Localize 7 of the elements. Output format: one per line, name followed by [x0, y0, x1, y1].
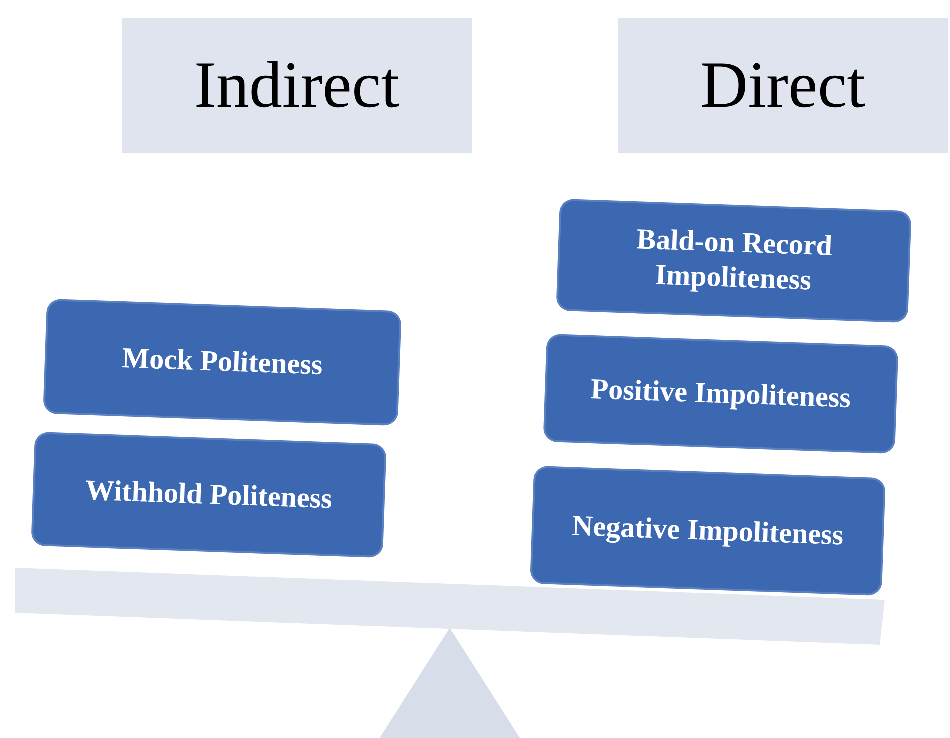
heading-box: Direct	[618, 18, 948, 153]
category-block: Negative Impoliteness	[530, 466, 886, 596]
category-block: Mock Politeness	[43, 298, 402, 426]
heading-box: Indirect	[122, 18, 472, 153]
category-block: Withhold Politeness	[31, 432, 387, 558]
category-block: Bald-on Record Impoliteness	[556, 198, 912, 324]
category-block: Positive Impoliteness	[543, 334, 899, 454]
